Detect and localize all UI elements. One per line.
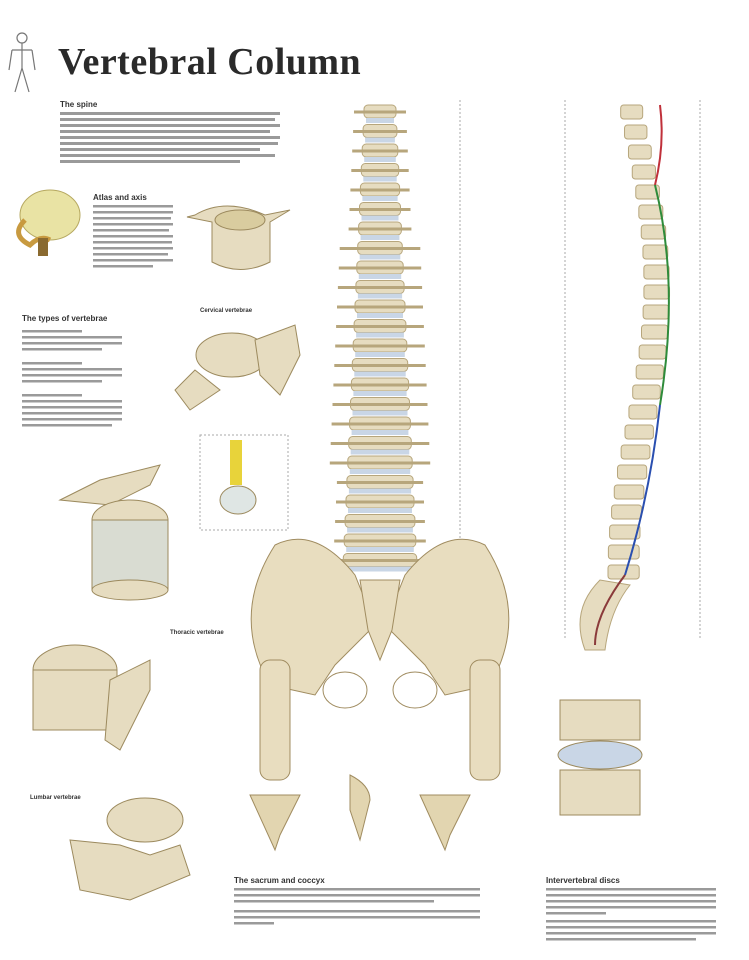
lumbar-vertebra-illustration xyxy=(32,644,151,751)
intervertebral-disc xyxy=(348,508,412,513)
side-sacrum xyxy=(579,579,631,651)
side-vertebra xyxy=(616,464,648,480)
cervical-curve-line xyxy=(654,104,663,186)
side-vertebra xyxy=(620,444,651,460)
intervertebral-disc xyxy=(364,157,396,162)
side-vertebra xyxy=(631,164,656,180)
atlas-illustration xyxy=(16,189,81,256)
pelvis-illustration xyxy=(250,538,510,781)
intervertebral-disc xyxy=(355,352,405,357)
intervertebral-disc xyxy=(353,391,407,396)
side-vertebra xyxy=(624,124,648,140)
intervertebral-disc xyxy=(351,430,409,435)
human-figure-icon xyxy=(8,32,36,93)
side-vertebra xyxy=(640,224,667,240)
label-cervical: Cervical vertebrae xyxy=(200,308,253,314)
side-vertebra xyxy=(620,104,644,120)
intervertebral-disc xyxy=(360,235,400,240)
side-vertebra xyxy=(613,484,645,500)
side-vertebra xyxy=(635,184,660,200)
side-vertebra xyxy=(635,364,664,380)
side-vertebra xyxy=(642,304,670,320)
side-vertebra xyxy=(641,324,669,340)
intervertebral-disc xyxy=(349,469,411,474)
heading-discs: Intervertebral discs xyxy=(546,876,620,885)
side-vertebra xyxy=(643,264,670,280)
cervical-vertebra-illustration xyxy=(186,205,291,270)
intervertebral-disc xyxy=(365,137,395,143)
leader-lines xyxy=(459,100,701,640)
side-vertebra xyxy=(638,204,664,220)
intervertebral-disc xyxy=(363,176,397,182)
side-vertebra xyxy=(638,344,667,360)
lumbar-vertebra-top-illustration xyxy=(69,797,191,901)
side-vertebra xyxy=(632,384,661,400)
thoracic-curve-line xyxy=(654,184,670,406)
intervertebral-disc xyxy=(356,332,404,338)
sacrum-views xyxy=(249,774,471,852)
spine-front-vertebrae xyxy=(329,104,431,572)
intervertebral-disc xyxy=(350,449,410,455)
side-vertebra xyxy=(643,284,671,300)
heading-spine: The spine xyxy=(60,100,98,109)
side-vertebra xyxy=(607,564,640,580)
vertebra-side-illustration xyxy=(174,324,301,411)
intervertebral-disc xyxy=(366,118,394,123)
label-lumbar: Lumbar vertebrae xyxy=(30,795,81,801)
heading-sacrum: The sacrum and coccyx xyxy=(234,876,325,885)
intervertebral-disc xyxy=(352,410,408,416)
side-vertebra xyxy=(611,504,643,520)
heading-atlas-axis: Atlas and axis xyxy=(93,193,147,202)
poster-title: Vertebral Column xyxy=(58,41,362,83)
side-vertebra xyxy=(642,244,669,260)
lumbar-curve-line xyxy=(624,404,661,576)
intervertebral-disc xyxy=(345,566,415,572)
heading-types: The types of vertebrae xyxy=(22,314,108,323)
body-text-lines xyxy=(22,112,716,941)
intervertebral-disc xyxy=(359,254,401,260)
thoracic-vertebra-illustration xyxy=(58,464,169,601)
side-vertebra xyxy=(627,144,652,160)
intervertebral-disc xyxy=(348,488,412,494)
intervertebral-disc xyxy=(346,547,414,552)
intervertebral-disc xyxy=(357,313,403,318)
disc-illustration xyxy=(557,699,643,816)
side-vertebra xyxy=(628,404,658,420)
intervertebral-disc xyxy=(357,293,403,299)
intervertebral-disc xyxy=(354,371,406,377)
intervertebral-disc xyxy=(347,527,413,533)
intervertebral-disc xyxy=(361,215,399,221)
sacral-curve-line xyxy=(594,574,626,646)
intervertebral-disc xyxy=(358,274,402,279)
intervertebral-disc xyxy=(362,196,398,201)
spine-side-vertebrae xyxy=(579,104,671,651)
side-vertebra xyxy=(609,524,641,540)
label-thoracic: Thoracic vertebrae xyxy=(170,630,224,636)
spinal-cord-illustration xyxy=(199,434,289,531)
side-vertebra xyxy=(607,544,640,560)
side-vertebra xyxy=(624,424,654,440)
